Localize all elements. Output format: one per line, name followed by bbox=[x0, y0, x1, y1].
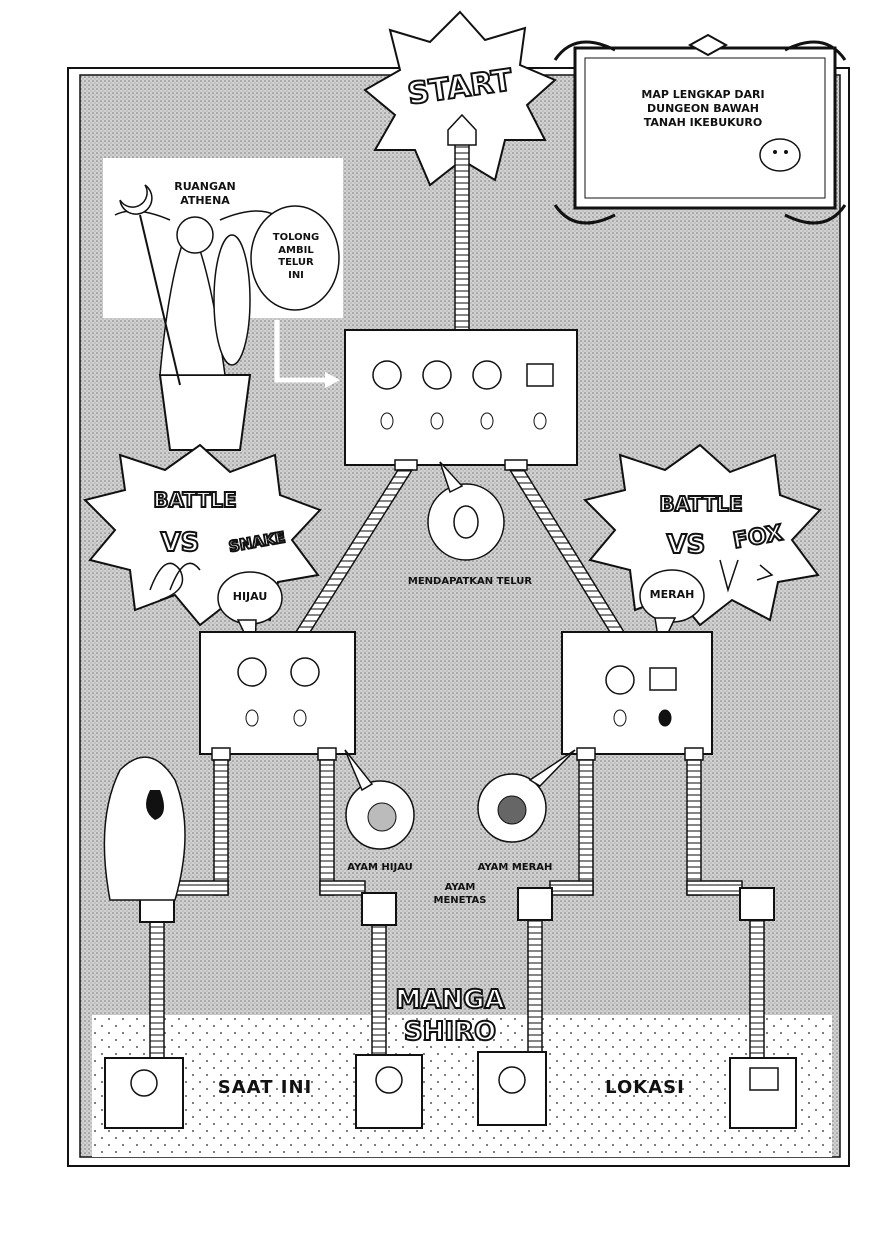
snake-drawing bbox=[149, 562, 201, 601]
athena-speech-text: TOLONG AMBIL TELUR INI bbox=[272, 232, 320, 281]
lokasi-label: LOKASI bbox=[605, 1077, 685, 1098]
athena-statue bbox=[114, 184, 276, 386]
chick-red-icon bbox=[497, 795, 527, 825]
battle-right-vs: VS bbox=[666, 529, 707, 561]
room-left-characters bbox=[237, 657, 320, 727]
bottom-room-characters bbox=[130, 1066, 779, 1097]
map-title: MAP LENGKAP DARI DUNGEON BAWAH TANAH IKE… bbox=[641, 88, 765, 129]
egg-obtained-label: MENDAPATKAN TELUR bbox=[407, 576, 533, 587]
athena-arrow-head bbox=[325, 372, 340, 388]
room-top-characters bbox=[372, 360, 554, 430]
athena-arrow bbox=[274, 320, 327, 383]
egg-icon bbox=[453, 505, 479, 539]
battle-fox-burst bbox=[583, 443, 822, 627]
hijau-label: HIJAU bbox=[232, 590, 268, 603]
chick-red-label: AYAM MERAH bbox=[477, 862, 553, 873]
junction-boxes bbox=[139, 887, 775, 926]
chick-green-label: AYAM HIJAU bbox=[347, 862, 413, 873]
battle-left-vs: VS bbox=[160, 527, 201, 559]
athena-room-label: RUANGAN ATHENA bbox=[174, 180, 236, 207]
ghost-face-icon bbox=[146, 790, 164, 820]
dotted-zone bbox=[92, 1015, 832, 1157]
watermark-bottom: SHIRO bbox=[403, 1016, 497, 1048]
watermark-top: MANGA bbox=[394, 984, 505, 1016]
room-right bbox=[561, 631, 713, 755]
path-trunk bbox=[454, 124, 470, 331]
athena-pedestal bbox=[158, 374, 252, 451]
room-right-characters bbox=[605, 665, 677, 727]
battle-right-label: BATTLE bbox=[658, 491, 743, 517]
chick-green-icon bbox=[367, 802, 397, 832]
ghost-cloud bbox=[103, 756, 186, 901]
fox-drawing bbox=[719, 559, 774, 593]
merah-label: MERAH bbox=[649, 588, 695, 601]
hatched-label: AYAM MENETAS bbox=[433, 882, 487, 906]
room-left bbox=[199, 631, 356, 755]
lower-paths bbox=[149, 759, 765, 1061]
room-top bbox=[344, 329, 578, 466]
battle-left-label: BATTLE bbox=[152, 487, 237, 513]
title-frame bbox=[553, 33, 847, 225]
athena-speech-bubble bbox=[250, 205, 340, 311]
start-marker bbox=[447, 113, 477, 146]
saat-ini-label: SAAT INI bbox=[217, 1077, 313, 1098]
